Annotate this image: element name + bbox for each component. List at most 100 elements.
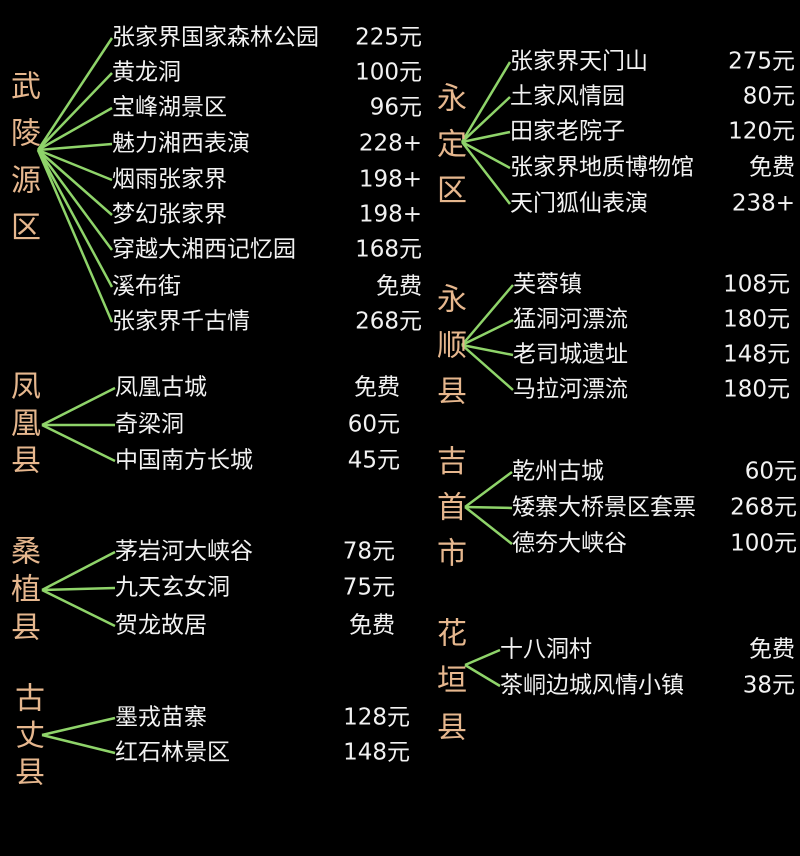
attraction-price: 198+ <box>358 201 422 228</box>
attraction-price: 免费 <box>376 273 422 300</box>
attraction-price: 225元 <box>355 24 422 51</box>
attraction-price: 148元 <box>343 739 410 766</box>
attraction-name: 矮寨大桥景区套票 <box>512 494 696 521</box>
connector-line <box>461 130 511 144</box>
attraction-price: 100元 <box>355 59 422 86</box>
attraction-name: 黄龙洞 <box>112 59 181 86</box>
attraction-price: 180元 <box>723 376 790 403</box>
attraction-name: 茅岩河大峡谷 <box>115 538 253 565</box>
attraction-name: 凤凰古城 <box>115 374 207 401</box>
attraction-price: 78元 <box>342 538 395 565</box>
connector-line <box>37 72 113 151</box>
connector-line <box>41 550 116 592</box>
connector-line <box>36 149 114 323</box>
region-label: 凤凰县 <box>5 370 40 481</box>
attraction-name: 天门狐仙表演 <box>510 190 648 217</box>
attraction-price: 180元 <box>723 306 790 333</box>
connector-line <box>464 470 513 509</box>
region-label: 永定区 <box>431 82 466 220</box>
attraction-price: 免费 <box>354 374 400 401</box>
connector-line <box>461 344 514 391</box>
connector-line <box>461 343 514 357</box>
attraction-name: 溪布街 <box>112 273 181 300</box>
connector-line <box>464 648 501 667</box>
connector-line <box>461 284 514 346</box>
attraction-name: 田家老院子 <box>510 118 625 145</box>
connector-line <box>41 386 116 427</box>
connector-line <box>461 141 511 205</box>
attraction-price: 75元 <box>342 574 395 601</box>
connector-line <box>36 149 114 288</box>
attraction-price: 38元 <box>742 672 795 699</box>
connector-line <box>36 149 114 251</box>
attraction-name: 梦幻张家界 <box>112 201 227 228</box>
attraction-price: 268元 <box>355 308 422 335</box>
connector-line <box>41 733 116 755</box>
attraction-name: 烟雨张家界 <box>112 166 227 193</box>
connector-line <box>461 318 514 347</box>
attraction-price: 100元 <box>730 530 797 557</box>
connector-line <box>464 506 513 545</box>
connector-line <box>461 140 511 170</box>
connector-line <box>37 149 113 216</box>
attraction-price: 60元 <box>347 411 400 438</box>
connector-line <box>37 106 113 152</box>
attraction-price: 148元 <box>723 341 790 368</box>
attraction-name: 九天玄女洞 <box>115 574 230 601</box>
attraction-price: 80元 <box>742 83 795 110</box>
attraction-name: 红石林景区 <box>115 739 230 766</box>
attraction-price: 108元 <box>723 271 790 298</box>
connector-line <box>37 142 113 152</box>
attraction-name: 中国南方长城 <box>115 447 253 474</box>
attraction-name: 穿越大湘西记忆园 <box>112 236 296 263</box>
attraction-name: 老司城遗址 <box>513 341 628 368</box>
attraction-name: 奇梁洞 <box>115 411 184 438</box>
attraction-price: 268元 <box>730 494 797 521</box>
attraction-price: 120元 <box>728 118 795 145</box>
connector-line <box>464 663 501 688</box>
connector-line <box>460 61 512 143</box>
region-label: 吉首市 <box>431 445 466 583</box>
attraction-price: 60元 <box>744 458 797 485</box>
attraction-price: 198+ <box>358 166 422 193</box>
attraction-name: 张家界千古情 <box>112 308 250 335</box>
attraction-name: 德夯大峡谷 <box>512 530 627 557</box>
region-label: 武陵源区 <box>5 70 40 258</box>
attraction-price: 128元 <box>343 704 410 731</box>
attraction-name: 乾州古城 <box>512 458 604 485</box>
attraction-name: 宝峰湖景区 <box>112 94 227 121</box>
connector-line <box>41 423 116 463</box>
attraction-name: 张家界地质博物馆 <box>510 154 694 181</box>
attraction-price: 45元 <box>347 447 400 474</box>
attraction-price: 免费 <box>749 154 795 181</box>
attraction-price: 免费 <box>349 612 395 639</box>
connector-line <box>464 505 513 510</box>
attraction-price: 96元 <box>369 94 422 121</box>
region-label: 永顺县 <box>431 283 466 421</box>
connector-line <box>461 96 511 143</box>
region-label: 花垣县 <box>431 617 466 758</box>
attraction-name: 芙蓉镇 <box>513 271 582 298</box>
attraction-price: 228+ <box>358 130 422 157</box>
attraction-name: 十八洞村 <box>500 636 592 663</box>
attraction-name: 茶峒边城风情小镇 <box>500 672 684 699</box>
connector-line <box>41 586 116 592</box>
attraction-price: 275元 <box>728 48 795 75</box>
connector-line <box>37 148 113 182</box>
attraction-name: 魅力湘西表演 <box>112 130 250 157</box>
connector-line <box>41 588 116 628</box>
attraction-price: 免费 <box>749 636 795 663</box>
region-label: 古丈县 <box>9 682 44 793</box>
connector-line <box>36 37 114 151</box>
attraction-name: 马拉河漂流 <box>513 376 628 403</box>
region-label: 桑植县 <box>5 535 40 649</box>
connector-line <box>41 716 116 737</box>
attraction-price: 238+ <box>731 190 795 217</box>
attraction-name: 张家界天门山 <box>510 48 648 75</box>
attraction-name: 土家风情园 <box>510 83 625 110</box>
attraction-price: 168元 <box>355 236 422 263</box>
attraction-name: 张家界国家森林公园 <box>112 24 319 51</box>
attraction-name: 墨戎苗寨 <box>115 704 207 731</box>
